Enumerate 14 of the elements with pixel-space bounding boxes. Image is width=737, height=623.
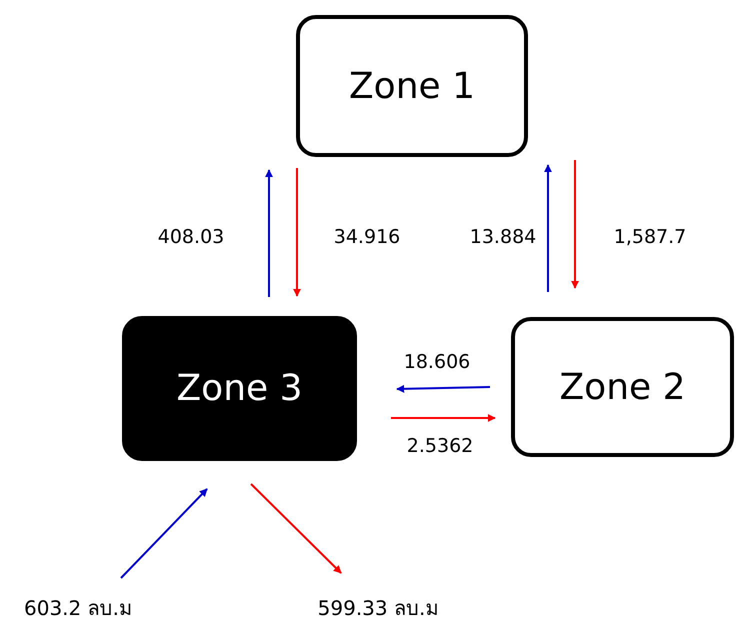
arrow [250, 483, 342, 574]
arrow [571, 160, 579, 289]
arrow [391, 414, 496, 422]
arrow [120, 488, 208, 579]
arrow [544, 164, 552, 292]
zone-box: Zone 2 [511, 317, 734, 457]
arrow [396, 384, 490, 393]
zone-box: Zone 3 [122, 316, 357, 461]
arrow [265, 169, 273, 297]
zone-box: Zone 1 [296, 15, 528, 157]
edge-label: 1,587.7 [614, 226, 686, 248]
arrow [293, 168, 301, 297]
volume-label: 603.2 ลบ.ม [8, 594, 148, 622]
volume-label: 599.33 ลบ.ม [308, 594, 448, 622]
